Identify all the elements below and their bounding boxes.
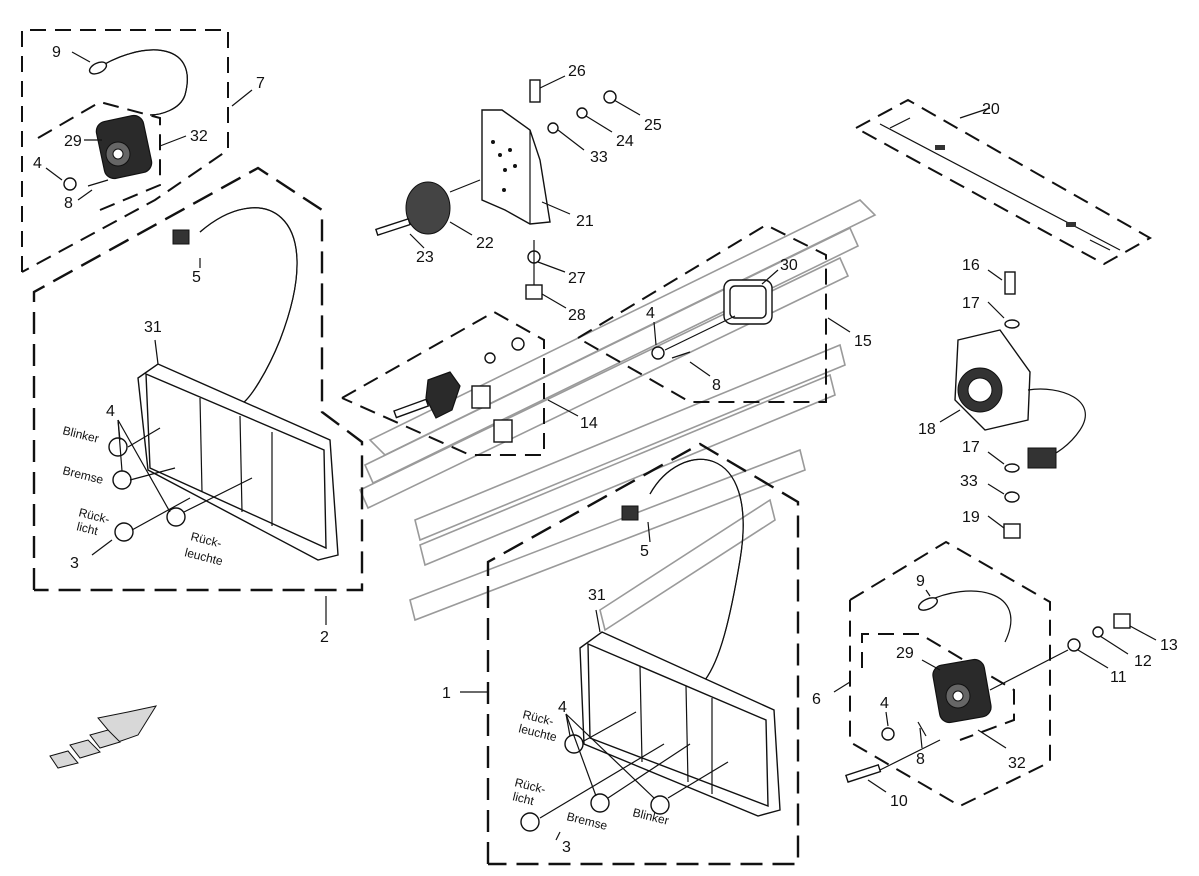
star-knob-icon <box>425 371 461 419</box>
callout-3: 3 <box>70 555 79 572</box>
callout-14: 14 <box>580 415 598 432</box>
callout-31: 31 <box>144 319 162 336</box>
label-blinker: Blinker <box>61 423 100 445</box>
callout-17: 17 <box>962 439 980 456</box>
callout-31: 31 <box>588 587 606 604</box>
callout-7: 7 <box>256 75 265 92</box>
label-rueck-licht-2: licht <box>511 789 536 808</box>
callout-26: 26 <box>568 63 586 80</box>
callout-8: 8 <box>64 195 73 212</box>
callout-9: 9 <box>52 44 61 61</box>
buzzer-assembly <box>939 269 1086 539</box>
bulb-4-icon <box>881 727 895 741</box>
callout-2: 2 <box>320 629 329 646</box>
label-bremse: Bremse <box>565 809 609 833</box>
group-7-side-lamp <box>21 29 253 273</box>
callout-33: 33 <box>960 473 978 490</box>
callout-4: 4 <box>558 699 567 716</box>
label-rueck-licht-2: licht <box>75 519 100 538</box>
label-bremse: Bremse <box>61 463 105 487</box>
callout-9: 9 <box>916 573 925 590</box>
group-6-side-lamp <box>833 540 1157 808</box>
group-15-lamp <box>577 223 851 403</box>
reflector-22-icon <box>405 181 451 235</box>
group-1-tail-lamp-right <box>460 442 800 866</box>
screw-10-icon <box>845 764 882 783</box>
callout-33: 33 <box>590 149 608 166</box>
bulb-4-icon <box>63 177 77 191</box>
callout-4: 4 <box>33 155 42 172</box>
callout-32: 32 <box>1008 755 1026 772</box>
callout-30: 30 <box>780 257 798 274</box>
callout-4: 4 <box>646 305 655 322</box>
callout-8: 8 <box>916 751 925 768</box>
direction-arrow <box>49 705 158 769</box>
callout-4: 4 <box>880 695 889 712</box>
group-20-cable <box>853 98 1153 266</box>
callout-13: 13 <box>1160 637 1178 654</box>
callout-29: 29 <box>896 645 914 662</box>
callout-28: 28 <box>568 307 586 324</box>
callout-24: 24 <box>616 133 634 150</box>
watermark-logo <box>358 199 877 632</box>
callout-25: 25 <box>644 117 662 134</box>
bolt-16-icon <box>1004 271 1016 295</box>
callout-32: 32 <box>190 128 208 145</box>
group-14-clamp <box>341 310 579 456</box>
callout-18: 18 <box>918 421 936 438</box>
screw-23-icon <box>375 218 411 236</box>
connector-5-icon <box>172 229 190 245</box>
callout-5: 5 <box>192 269 201 286</box>
callout-1: 1 <box>442 685 451 702</box>
callout-23: 23 <box>416 249 434 266</box>
group-2-tail-lamp-left <box>32 166 364 625</box>
callout-15: 15 <box>854 333 872 350</box>
callout-6: 6 <box>812 691 821 708</box>
plug-9-icon <box>88 61 108 75</box>
callout-19: 19 <box>962 509 980 526</box>
connector-5-icon <box>621 505 639 521</box>
callout-12: 12 <box>1134 653 1152 670</box>
reflector-bracket-assembly <box>375 75 641 309</box>
callout-17: 17 <box>962 295 980 312</box>
callout-3: 3 <box>562 839 571 856</box>
callout-21: 21 <box>576 213 594 230</box>
callout-22: 22 <box>476 235 494 252</box>
bolt-26-icon <box>529 79 541 103</box>
bulb-4-icon <box>651 346 665 360</box>
callout-16: 16 <box>962 257 980 274</box>
plug-9-icon <box>917 597 939 611</box>
callout-29: 29 <box>64 133 82 150</box>
callout-11: 11 <box>1110 669 1127 686</box>
callout-27: 27 <box>568 270 586 287</box>
callout-4: 4 <box>106 403 115 420</box>
callout-20: 20 <box>982 101 1000 118</box>
callout-5: 5 <box>640 543 649 560</box>
callout-10: 10 <box>890 793 908 810</box>
callout-8: 8 <box>712 377 721 394</box>
